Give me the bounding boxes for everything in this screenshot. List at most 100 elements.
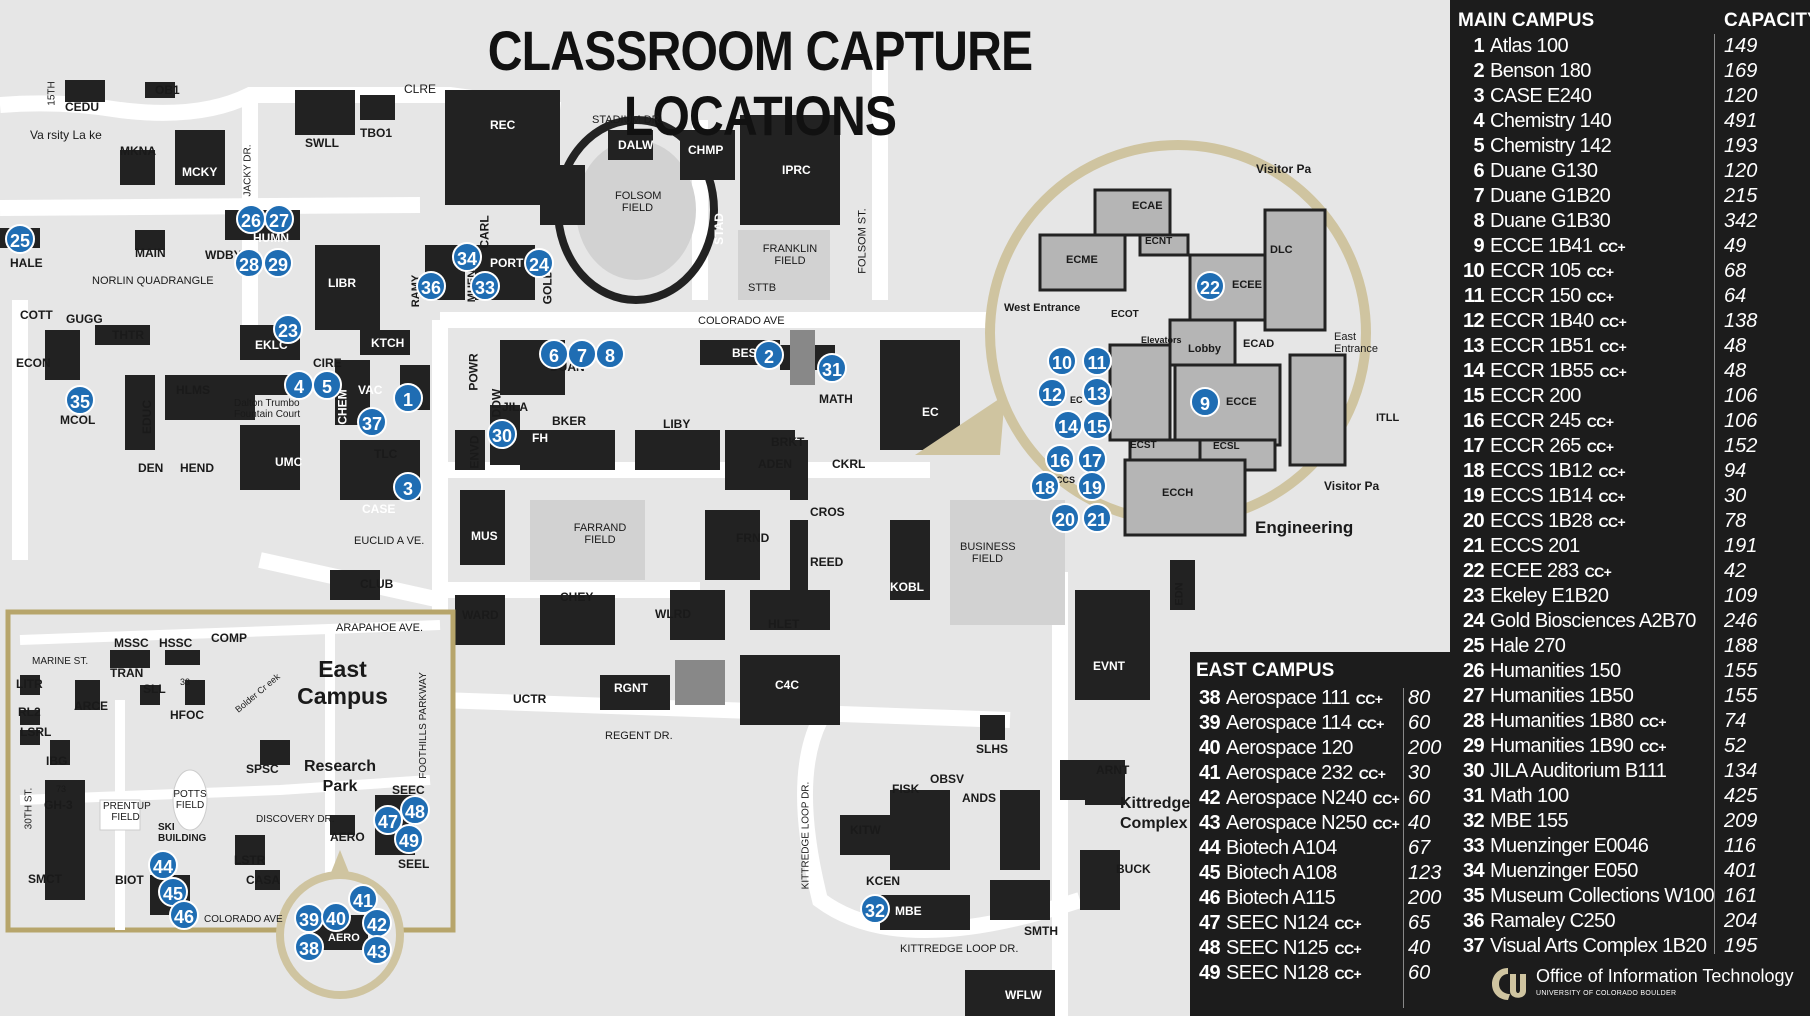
cc-plus-badge: CC+ [1599, 314, 1627, 330]
location-pin[interactable]: 11 [1082, 346, 1112, 376]
building-label: SPSC [246, 762, 279, 776]
location-pin[interactable]: 19 [1077, 471, 1107, 501]
location-pin[interactable]: 36 [416, 271, 446, 301]
location-pin[interactable]: 38 [294, 932, 324, 962]
inset-label: East Entrance [1334, 331, 1379, 355]
grey-buildings [110, 330, 815, 708]
building-label: GUGG [66, 312, 103, 326]
building-label: 33 [180, 677, 191, 687]
location-number: 1 [1473, 35, 1484, 57]
capacity-value: 123 [1408, 862, 1442, 884]
building-label: 73 [56, 784, 67, 794]
capacity-value: 193 [1724, 135, 1758, 157]
location-pin[interactable]: 9 [1190, 387, 1220, 417]
location-pin[interactable]: 26 [236, 204, 266, 234]
building-label: MCKY [182, 165, 218, 179]
location-pin[interactable]: 35 [65, 385, 95, 415]
location-pin[interactable]: 39 [294, 903, 324, 933]
building-label: HLMS [176, 383, 210, 397]
location-pin[interactable]: 46 [169, 900, 199, 930]
location-pin[interactable]: 31 [817, 353, 847, 383]
location-name: Biotech A108 [1226, 862, 1337, 884]
location-pin[interactable]: 24 [524, 248, 554, 278]
location-pin[interactable]: 30 [487, 419, 517, 449]
location-pin[interactable]: 27 [264, 204, 294, 234]
building-label: CARL [477, 215, 492, 249]
location-pin[interactable]: 42 [362, 908, 392, 938]
location-pin[interactable]: 12 [1037, 378, 1067, 408]
location-pin[interactable]: 23 [273, 314, 303, 344]
location-pin[interactable]: 6 [539, 339, 569, 369]
location-pin[interactable]: 49 [394, 824, 424, 854]
location-pin[interactable]: 28 [234, 248, 264, 278]
location-pin[interactable]: 48 [400, 795, 430, 825]
location-pin[interactable]: 34 [452, 242, 482, 272]
location-pin[interactable]: 1 [393, 383, 423, 413]
building-label: CHMP [688, 143, 724, 157]
inset-pointer [915, 395, 1005, 455]
location-name: ECCR 1B40 [1490, 310, 1594, 332]
inset-label: ECAD [1243, 338, 1275, 350]
inset-label: Lobby [1188, 343, 1221, 355]
capacity-value: 48 [1724, 335, 1747, 357]
capacity-value: 78 [1724, 510, 1747, 532]
location-pin[interactable]: 17 [1077, 444, 1107, 474]
location-number: 39 [1198, 712, 1221, 734]
capacity-value: 134 [1724, 760, 1758, 782]
main-campus-heading: MAIN CAMPUS [1458, 10, 1595, 31]
location-pin[interactable]: 37 [357, 407, 387, 437]
location-pin[interactable]: 18 [1030, 471, 1060, 501]
field-label: PRENTUP FIELD [103, 801, 151, 823]
location-name: JILA Auditorium B111 [1490, 760, 1667, 782]
location-pin[interactable]: 16 [1045, 444, 1075, 474]
location-pin[interactable]: 40 [321, 902, 351, 932]
location-pin[interactable]: 3 [393, 472, 423, 502]
location-pin[interactable]: 20 [1050, 503, 1080, 533]
location-pin[interactable]: 10 [1047, 346, 1077, 376]
location-pin[interactable]: 25 [5, 224, 35, 254]
building-label: IPRC [782, 163, 811, 177]
location-pin[interactable]: 43 [362, 935, 392, 965]
east-campus-heading: EAST CAMPUS [1196, 660, 1335, 681]
location-pin[interactable]: 14 [1053, 410, 1083, 440]
location-pin[interactable]: 13 [1082, 377, 1112, 407]
building-label: DALW [618, 138, 654, 152]
building-label: LIBR [328, 276, 356, 290]
location-number: 36 [1462, 910, 1485, 932]
location-name: ECCE 1B41 [1490, 235, 1593, 257]
cc-plus-badge: CC+ [1639, 714, 1666, 730]
location-pin[interactable]: 7 [567, 339, 597, 369]
building-label: SLHS [976, 742, 1009, 756]
buildings [0, 80, 1195, 1016]
location-name: ECEE 283 [1490, 560, 1579, 582]
location-number: 38 [1198, 687, 1221, 709]
location-pin[interactable]: 45 [158, 877, 188, 907]
building-label: WDBY [205, 248, 242, 262]
cc-plus-badge: CC+ [1599, 339, 1627, 355]
location-pin[interactable]: 29 [263, 248, 293, 278]
building-label: WARD [462, 608, 499, 622]
location-pin[interactable]: 2 [754, 340, 784, 370]
cc-plus-badge: CC+ [1358, 766, 1386, 782]
location-pin[interactable]: 5 [312, 370, 342, 400]
location-pin[interactable]: 32 [860, 894, 890, 924]
location-number: 26 [1462, 660, 1485, 682]
inset-label: ECOT [1111, 309, 1139, 320]
street-label: FOOTHILLS PARKWAY [417, 672, 429, 779]
location-pin[interactable]: 4 [284, 370, 314, 400]
location-number: 12 [1462, 310, 1485, 332]
location-pin[interactable]: 8 [595, 339, 625, 369]
location-pin[interactable]: 15 [1082, 410, 1112, 440]
location-number: 43 [1198, 812, 1221, 834]
location-pin[interactable]: 21 [1082, 503, 1112, 533]
location-pin[interactable]: 22 [1195, 271, 1225, 301]
location-number: 41 [1198, 762, 1221, 784]
building-label: STTB [748, 282, 777, 294]
location-pin[interactable]: 33 [470, 271, 500, 301]
location-pin[interactable]: 44 [148, 850, 178, 880]
location-number: 6 [1473, 160, 1484, 182]
